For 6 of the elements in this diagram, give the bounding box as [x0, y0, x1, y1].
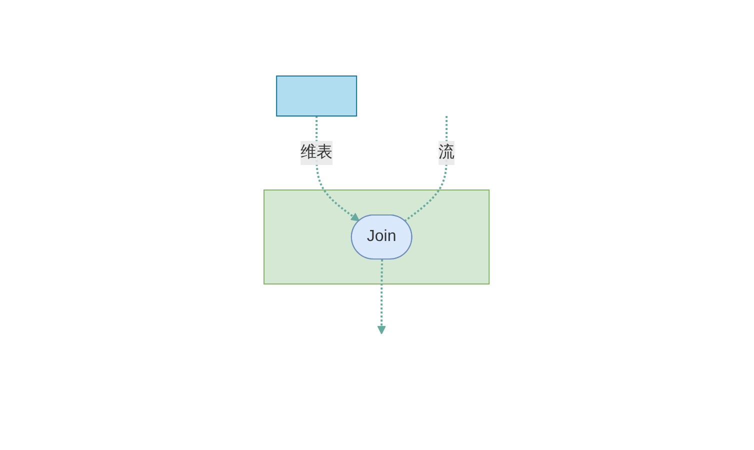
node-box — [276, 76, 358, 116]
arrow — [378, 259, 386, 334]
connector — [404, 116, 448, 222]
edge-label: 维表 — [301, 144, 334, 162]
cluster — [264, 190, 490, 284]
edge-label: 流 — [438, 144, 455, 162]
